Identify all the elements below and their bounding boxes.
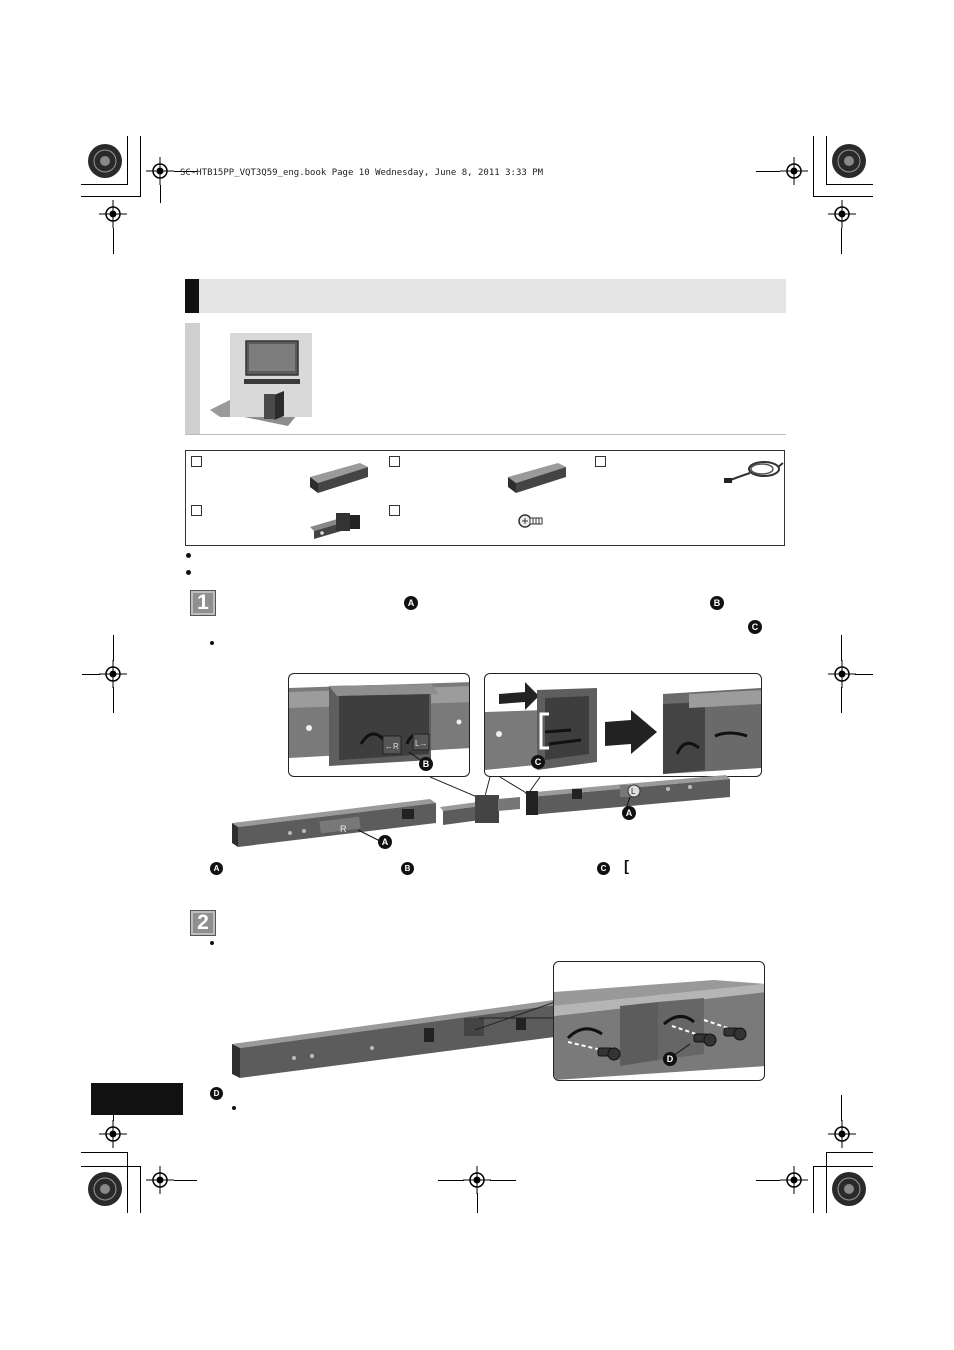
speaker-assembly-image: R L (232, 775, 730, 847)
accessory-checkbox[interactable] (191, 456, 202, 467)
joined-speaker-image (232, 1000, 562, 1078)
crosshair-icon (780, 1166, 808, 1194)
crosshair-icon (463, 1166, 491, 1194)
crosshair-icon (828, 200, 856, 228)
crosshair-icon (780, 157, 808, 185)
crosshair-icon (828, 660, 856, 688)
legend-marker-a: A (210, 862, 223, 875)
tv-room-illustration (210, 333, 312, 426)
print-header-file-info: SC-HTB15PP_VQT3Q59_eng.book Page 10 Wedn… (180, 168, 544, 178)
accessory-checkbox[interactable] (595, 456, 606, 467)
callout-slide-join (484, 673, 762, 777)
registration-star-icon (832, 144, 866, 178)
legend-marker-c: C (597, 862, 610, 875)
crosshair-icon (146, 157, 174, 185)
registration-star-icon (832, 1172, 866, 1206)
cable-image (724, 461, 784, 483)
intro-stripe (185, 323, 200, 435)
legend2-bullet (232, 1106, 236, 1110)
crosshair-icon (99, 200, 127, 228)
marker-c: C (748, 620, 762, 634)
registration-star-icon (88, 1172, 122, 1206)
section-title-bar (185, 279, 786, 313)
legend-bracket-symbol: [ (624, 858, 629, 875)
accessory-checkbox[interactable] (389, 456, 400, 467)
screw-fixing-detail-image (554, 980, 764, 1080)
speaker-bar-right-image (508, 463, 566, 493)
step1-bullet (210, 641, 214, 645)
screw-image (518, 514, 543, 528)
marker-b: B (710, 596, 724, 610)
marker-a: A (404, 596, 418, 610)
callout-screw-fixing (553, 961, 765, 1081)
cable-insert-detail-image: ←R L→ (289, 682, 469, 766)
note-bullet (186, 553, 191, 558)
bar-marker-a-left: A (622, 806, 636, 820)
slide-join-detail-image (485, 682, 761, 774)
registration-star-icon (88, 144, 122, 178)
speaker-label-l: L (631, 787, 636, 796)
legend-marker-b: B (401, 862, 414, 875)
bar-marker-a-right: A (378, 835, 392, 849)
callout-marker-c: C (531, 755, 545, 769)
crosshair-icon (99, 660, 127, 688)
callout-marker-d: D (663, 1052, 677, 1066)
speaker-label-r: R (340, 824, 347, 834)
crosshair-icon (146, 1166, 174, 1194)
legend-marker-d: D (210, 1087, 223, 1100)
figure-2-pointer (475, 1001, 556, 1031)
speaker-bar-left-image (310, 463, 368, 493)
step2-bullet (210, 941, 214, 945)
intro-rule (185, 434, 786, 435)
callout-cable-insert: ←R L→ (288, 673, 470, 777)
joint-bracket-image (310, 513, 360, 539)
step-2-badge: 2 (190, 910, 216, 936)
accessory-checkbox[interactable] (191, 505, 202, 516)
note-bullet (186, 570, 191, 575)
intro-panel (185, 323, 786, 435)
cable-label-l: L→ (415, 739, 427, 748)
crosshair-icon (828, 1120, 856, 1148)
cable-label-r: ←R (385, 742, 399, 751)
accessory-checkbox[interactable] (389, 505, 400, 516)
step-1-badge: 1 (190, 590, 216, 616)
language-tab (91, 1083, 183, 1115)
crosshair-icon (99, 1120, 127, 1148)
accessories-table (185, 450, 785, 546)
callout-marker-b: B (419, 757, 433, 771)
section-title-tab (185, 279, 199, 313)
